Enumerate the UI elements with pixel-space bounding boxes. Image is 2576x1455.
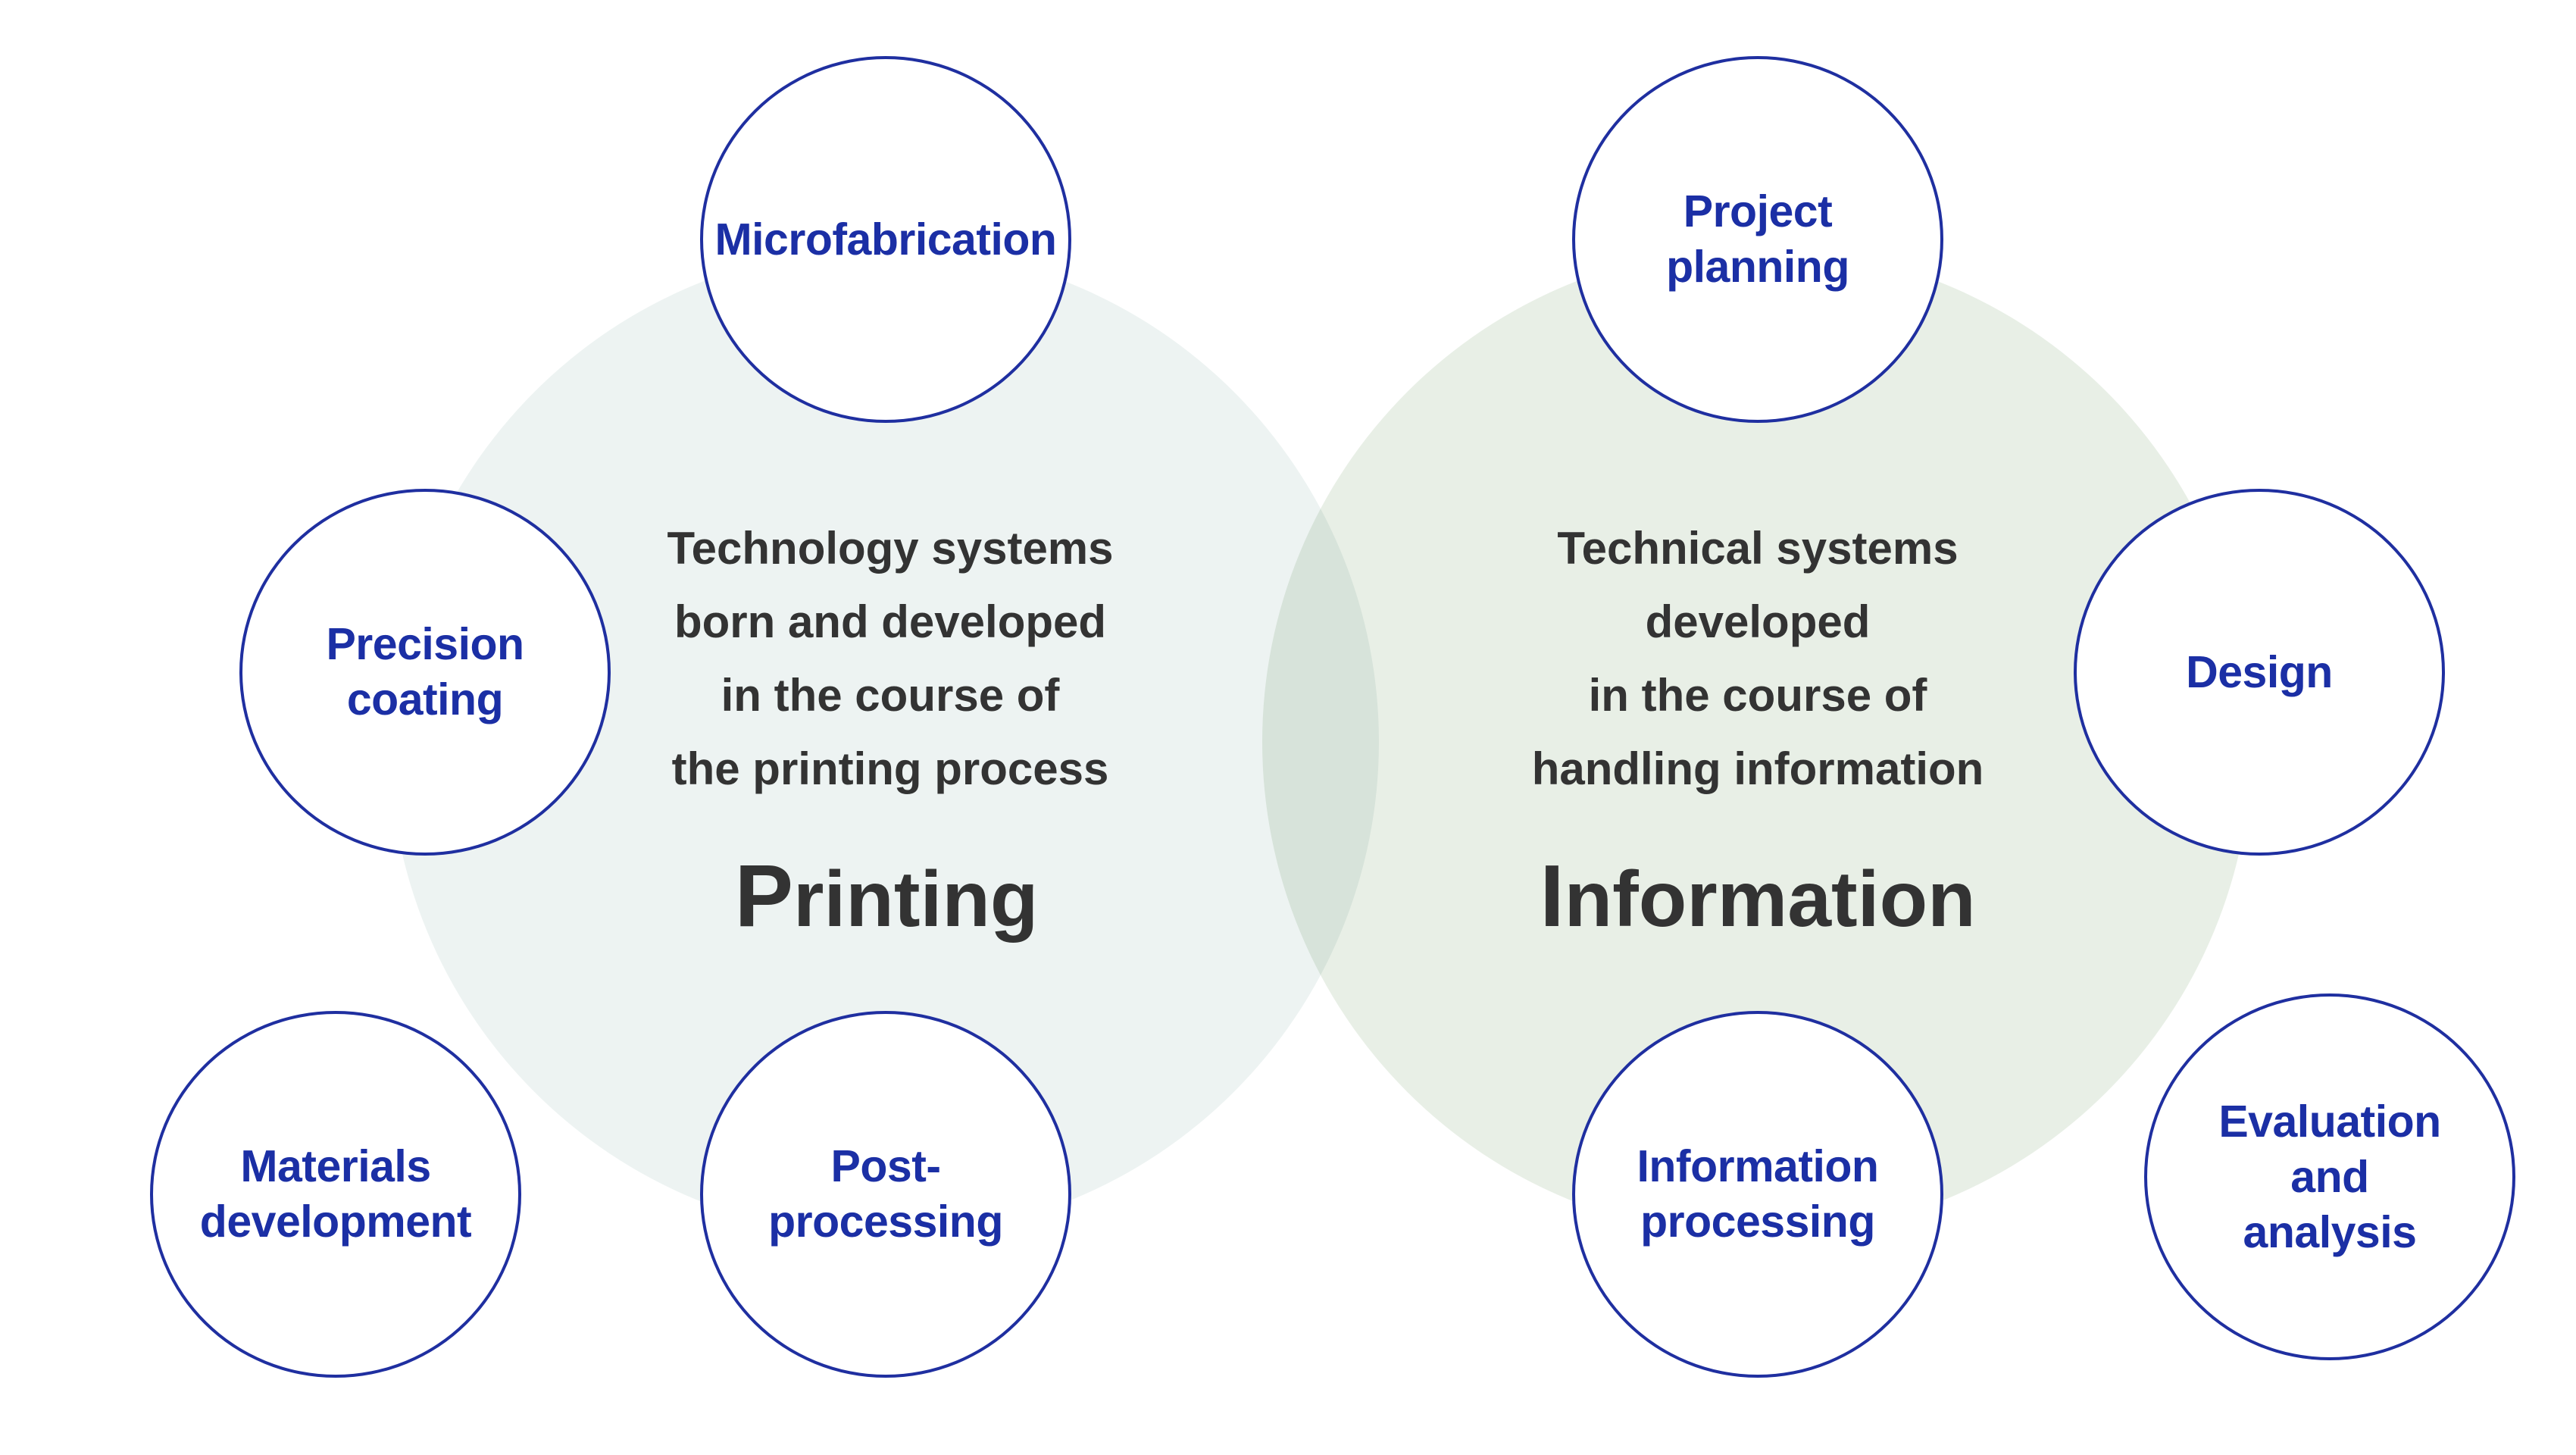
node-project-planning: Project planning (1572, 56, 1943, 423)
printing-title-rest: rinting (792, 856, 1039, 943)
node-label-materials-development: Materials development (199, 1141, 472, 1247)
printing-title: Printing (621, 850, 1152, 945)
information-title-initial: I (1540, 846, 1565, 945)
node-evaluation-and-analysis: Evaluation and analysis (2144, 993, 2515, 1360)
node-post-processing: Post- processing (700, 1011, 1071, 1378)
node-label-project-planning: Project planning (1666, 186, 1849, 292)
node-label-precision-coating: Precision coating (326, 619, 524, 724)
node-materials-development: Materials development (150, 1011, 521, 1378)
information-description: Technical systems developed in the cours… (1531, 523, 1984, 794)
printing-title-initial: P (734, 846, 793, 945)
printing-description: Technology systems born and developed in… (667, 523, 1114, 794)
node-information-processing: Information processing (1572, 1011, 1943, 1378)
node-label-post-processing: Post- processing (768, 1141, 1003, 1247)
node-label-evaluation-and-analysis: Evaluation and analysis (2218, 1096, 2441, 1257)
node-label-information-processing: Information processing (1637, 1141, 1879, 1247)
node-label-microfabrication: Microfabrication (714, 214, 1057, 264)
information-title-rest: nformation (1564, 856, 1976, 943)
node-design: Design (2074, 489, 2445, 856)
information-title: Information (1477, 850, 2038, 945)
node-precision-coating: Precision coating (239, 489, 611, 856)
node-label-design: Design (2186, 646, 2333, 697)
node-microfabrication: Microfabrication (700, 56, 1071, 423)
